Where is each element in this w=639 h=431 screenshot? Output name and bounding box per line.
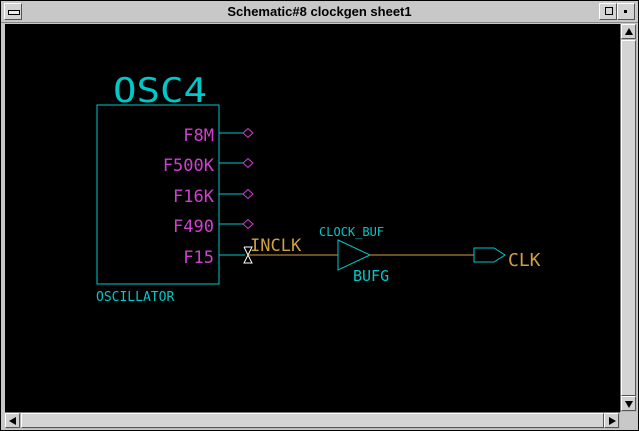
minimize-button[interactable]: [617, 3, 635, 20]
buffer-instance-name[interactable]: CLOCK_BUF: [319, 225, 384, 239]
output-port-icon[interactable]: [473, 247, 506, 263]
scroll-up-button[interactable]: [621, 24, 636, 39]
horizontal-scroll-thumb[interactable]: [21, 413, 604, 428]
pin-label: F490: [173, 217, 214, 237]
net-label[interactable]: INCLK: [250, 236, 302, 256]
minimize-icon: [624, 10, 627, 13]
window-title: Schematic#8 clockgen sheet1: [227, 4, 412, 19]
component-type-label[interactable]: OSC4: [113, 71, 207, 111]
pin-label: F8M: [183, 126, 214, 146]
output-port-label[interactable]: CLK: [508, 250, 541, 271]
net-connection-marker[interactable]: [243, 246, 253, 264]
pin-f15[interactable]: F15: [183, 248, 245, 268]
port-marker-icon: [242, 188, 254, 200]
scrollbar-corner: [620, 412, 637, 429]
port-marker-icon: [242, 218, 254, 230]
scroll-right-button[interactable]: [604, 413, 619, 428]
pin-label: F15: [183, 248, 214, 268]
horizontal-scrollbar[interactable]: [5, 412, 620, 429]
pin-label: F500K: [163, 156, 215, 176]
port-marker-icon: [242, 157, 254, 169]
arrow-right-icon: [609, 417, 616, 425]
pin-f490[interactable]: F490: [173, 217, 254, 237]
buffer-type-label[interactable]: BUFG: [353, 267, 389, 285]
schematic-drawing: OSC4 OSCILLATOR F8M F500K F16K F490: [96, 71, 541, 305]
arrow-up-icon: [625, 28, 633, 35]
arrow-down-icon: [625, 401, 633, 408]
pin-label: F16K: [173, 187, 215, 207]
buffer-symbol[interactable]: [337, 239, 372, 271]
pin-f8m[interactable]: F8M: [183, 126, 254, 146]
pin-f16k[interactable]: F16K: [173, 187, 254, 207]
vertical-scrollbar[interactable]: [620, 24, 637, 412]
title-bar[interactable]: Schematic#8 clockgen sheet1: [1, 1, 638, 23]
port-marker-icon: [242, 127, 254, 139]
scroll-left-button[interactable]: [5, 413, 20, 428]
window-menu-button[interactable]: [4, 3, 22, 20]
pin-f500k[interactable]: F500K: [163, 156, 254, 176]
vertical-scroll-thumb[interactable]: [621, 40, 636, 396]
scroll-down-button[interactable]: [621, 396, 636, 411]
maximize-button[interactable]: [599, 3, 617, 20]
component-instance-label[interactable]: OSCILLATOR: [96, 290, 174, 305]
arrow-left-icon: [9, 417, 16, 425]
schematic-canvas[interactable]: OSC4 OSCILLATOR F8M F500K F16K F490: [5, 24, 620, 412]
